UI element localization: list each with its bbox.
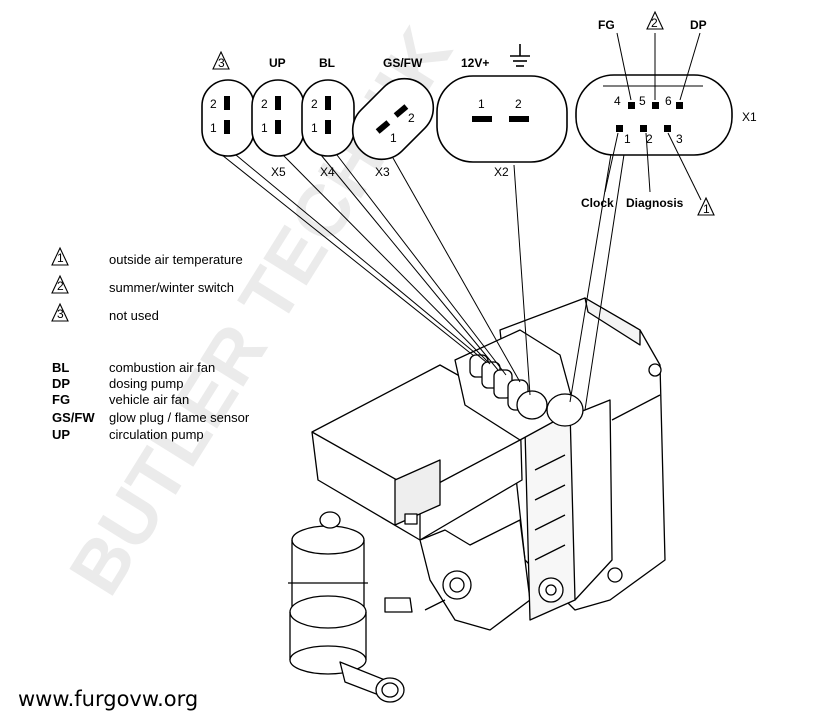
gsfw-label: GS/FW: [383, 56, 423, 70]
x5-pin-1: 1: [210, 121, 217, 135]
x1-pin-4: 4: [614, 94, 621, 108]
x5-pin-2: 2: [210, 97, 217, 111]
cable-lines: [221, 147, 626, 411]
legend-text-fg: vehicle air fan: [109, 392, 189, 407]
legend-text-dp: dosing pump: [109, 376, 183, 391]
x3-connector: [351, 77, 435, 161]
heater-unit: [288, 297, 666, 703]
bl-pin-2: 2: [311, 97, 318, 111]
up-pin-2: 2: [261, 97, 268, 111]
x1-id: X1: [742, 110, 757, 124]
clock-label: Clock: [581, 196, 614, 210]
site-watermark: www.furgovw.org: [18, 687, 198, 711]
gsfw-pin-2: 2: [408, 111, 415, 125]
x5-note-marker: 3: [218, 56, 225, 70]
x4-connector: [301, 79, 355, 157]
x1-pin-3: 3: [676, 132, 683, 146]
note-1-marker: 1: [57, 251, 64, 265]
x5-up-connector: [251, 79, 305, 157]
bl-pin-1: 1: [311, 121, 318, 135]
x5-id: X5: [271, 165, 286, 179]
x1-pin-5: 5: [639, 94, 646, 108]
x1-connector: [575, 32, 733, 201]
x1-pin-1: 1: [624, 132, 631, 146]
legend-text-bl: combustion air fan: [109, 360, 215, 375]
legend-abbr-up: UP: [52, 427, 70, 442]
x2-pin-2: 2: [515, 97, 522, 111]
note-2-text: summer/winter switch: [109, 280, 234, 295]
x2-connector: [436, 75, 568, 163]
note-3-text: not used: [109, 308, 159, 323]
up-label: UP: [269, 56, 286, 70]
legend-abbr-bl: BL: [52, 360, 69, 375]
legend-abbr-gsfw: GS/FW: [52, 410, 95, 425]
dp-label: DP: [690, 18, 707, 32]
x2-pin-1: 1: [478, 97, 485, 111]
legend-text-gsfw: glow plug / flame sensor: [109, 410, 250, 425]
x1-note-marker: 2: [651, 16, 658, 30]
note-2-marker: 2: [57, 279, 64, 293]
legend-text-up: circulation pump: [109, 427, 204, 442]
gsfw-pin-1: 1: [390, 131, 397, 145]
unit-plugs: [469, 354, 584, 427]
legend-abbr-fg: FG: [52, 392, 70, 407]
note-1-text: outside air temperature: [109, 252, 243, 267]
12v-label: 12V+: [461, 56, 489, 70]
fg-label: FG: [598, 18, 615, 32]
legend-abbr-dp: DP: [52, 376, 70, 391]
x1-pin-6: 6: [665, 94, 672, 108]
triangle-marker-icons: [51, 10, 715, 322]
up-pin-1: 1: [261, 121, 268, 135]
ground-symbol-icon: [510, 44, 530, 67]
x5-connector: [201, 79, 255, 157]
diagnosis-label: Diagnosis: [626, 196, 684, 210]
diagnosis-note-marker: 1: [703, 202, 710, 216]
x2-id: X2: [494, 165, 509, 179]
x4-id: X4: [320, 165, 335, 179]
note-3-marker: 3: [57, 307, 64, 321]
x1-pin-2: 2: [646, 132, 653, 146]
x3-id: X3: [375, 165, 390, 179]
bl-label: BL: [319, 56, 335, 70]
